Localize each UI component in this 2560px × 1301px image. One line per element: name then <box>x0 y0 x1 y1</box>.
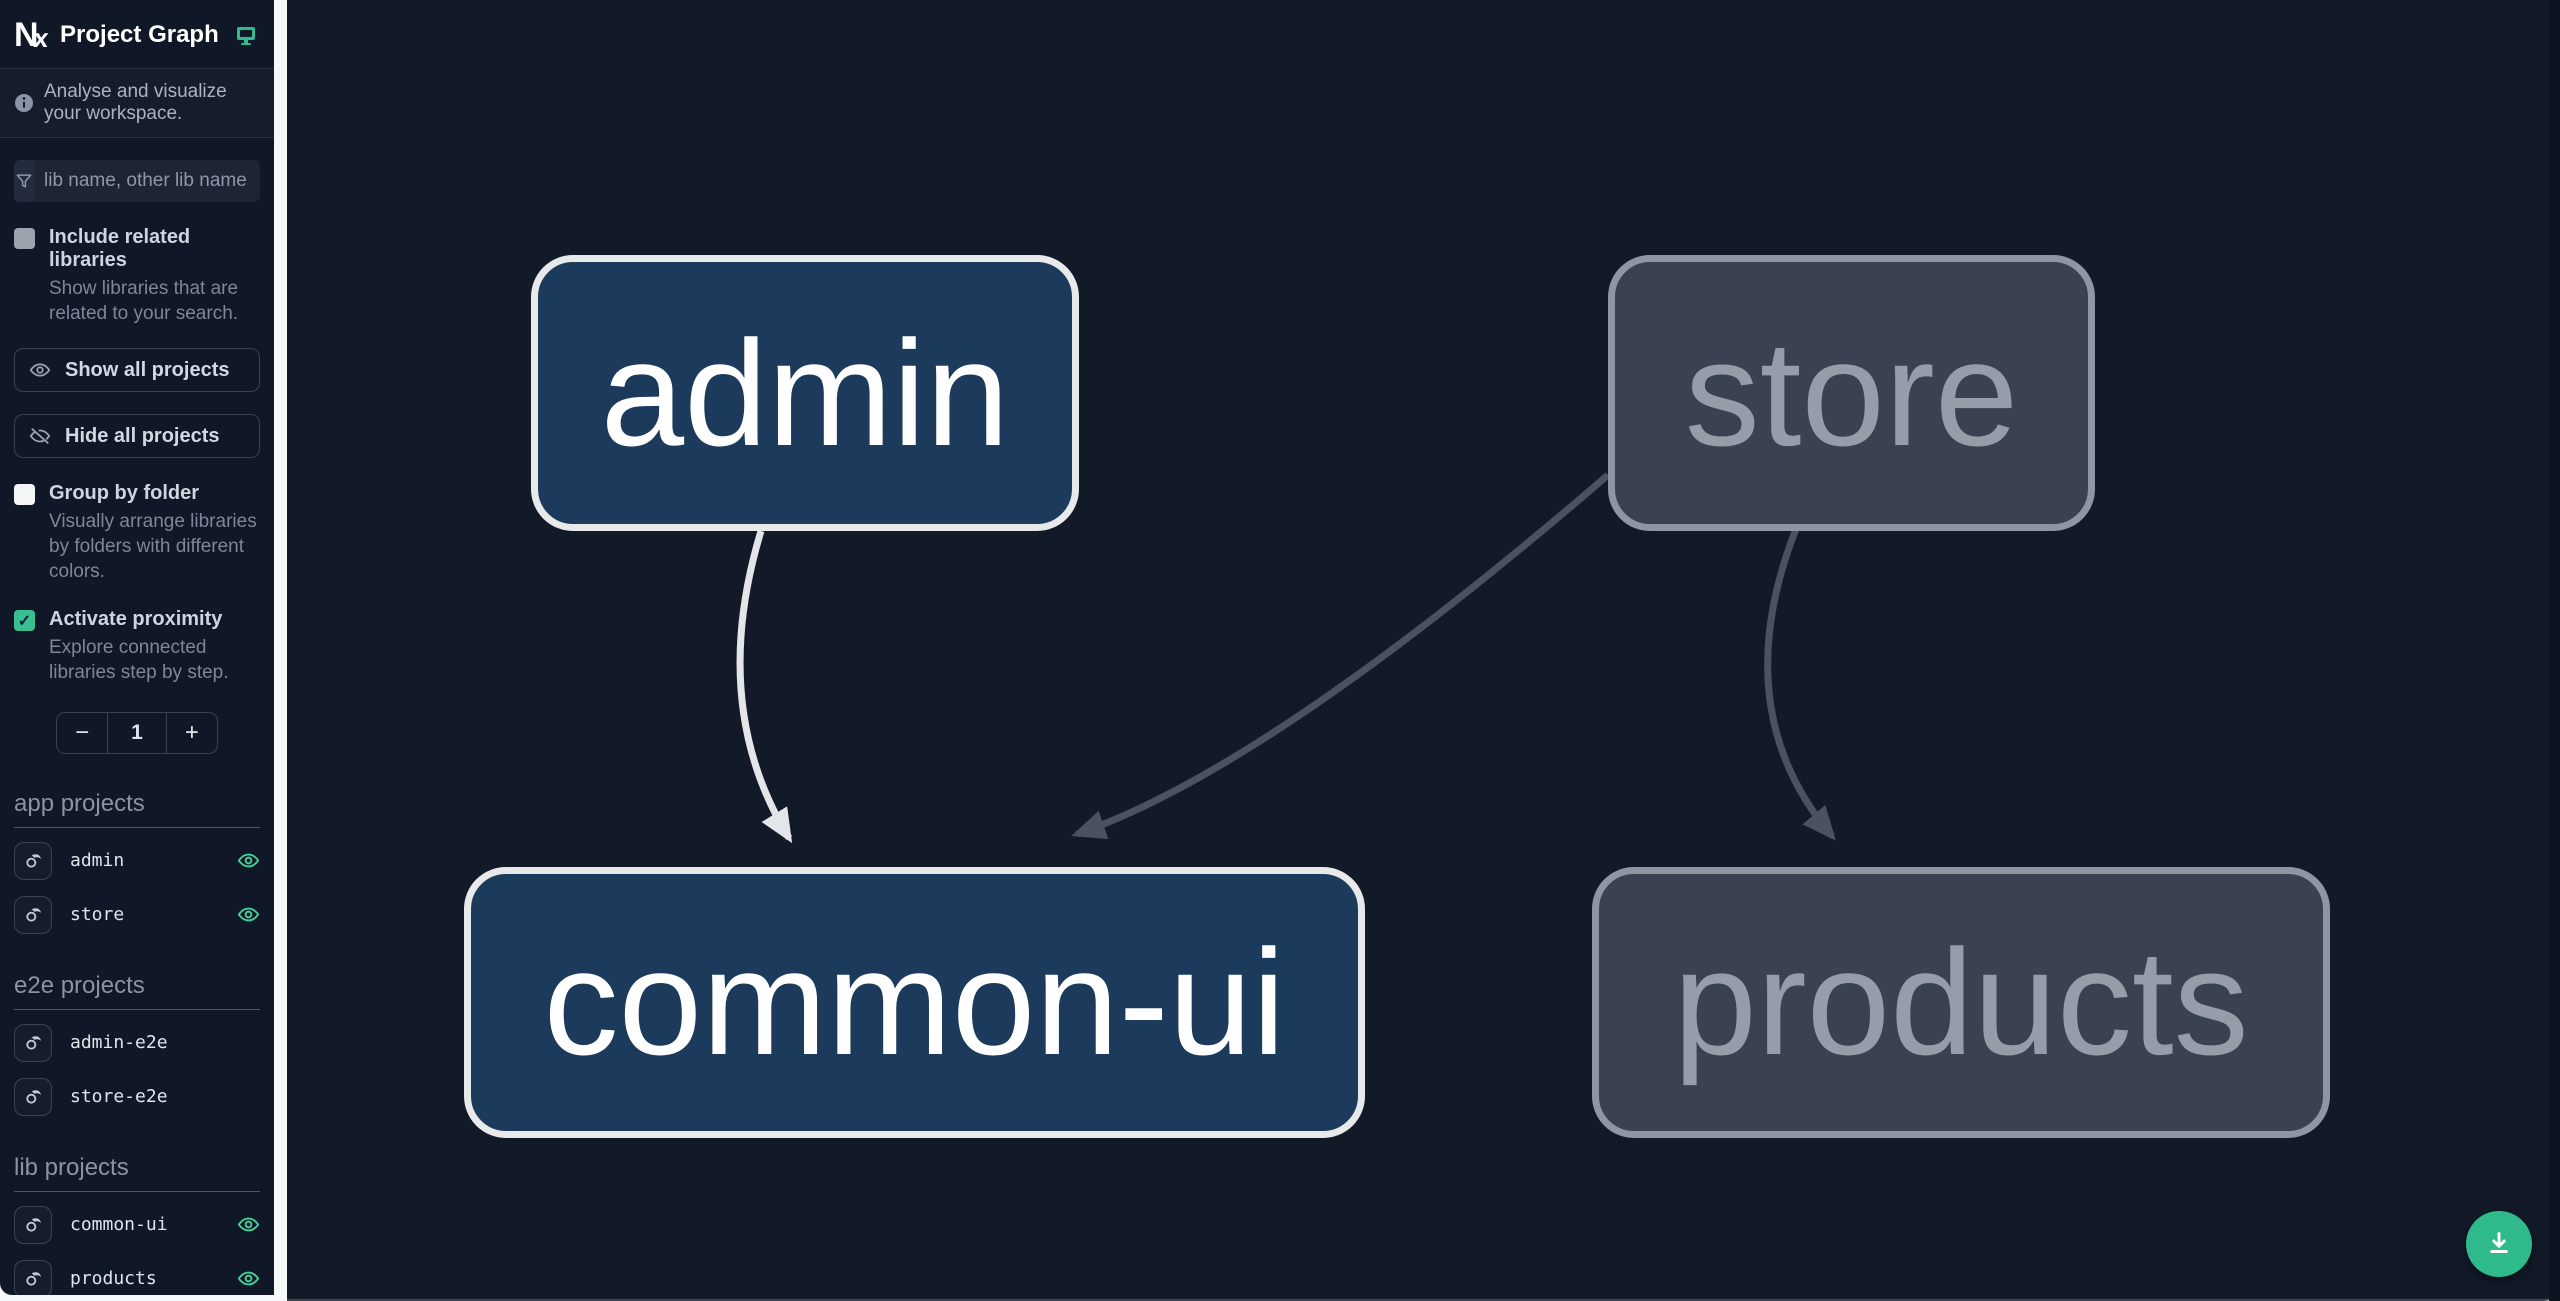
include-related-checkbox[interactable] <box>14 228 35 249</box>
node-label: products <box>1673 918 2249 1086</box>
activate-proximity-description: Explore connected libraries step by step… <box>49 637 229 684</box>
section-e2e-projects: e2e projects <box>14 972 260 1010</box>
filter-box <box>14 160 260 202</box>
funnel-icon <box>14 160 34 202</box>
project-row-store-e2e: store-e2e <box>14 1076 260 1118</box>
project-row-common-ui: common-ui <box>14 1204 260 1246</box>
edge-store-common-ui[interactable] <box>1071 472 1611 840</box>
subtitle-text: Analyse and visualize your workspace. <box>44 81 227 124</box>
info-icon <box>14 93 34 113</box>
group-by-folder-option: Group by folder Visually arrange librari… <box>14 482 260 584</box>
download-image-button[interactable] <box>2466 1211 2532 1277</box>
graph-node-store[interactable]: store <box>1608 255 2095 531</box>
edge-store-products[interactable] <box>1764 527 1836 841</box>
focus-project-button[interactable] <box>14 841 52 880</box>
focus-project-button[interactable] <box>14 1259 52 1295</box>
graph-node-common-ui[interactable]: common-ui <box>464 867 1365 1138</box>
group-by-folder-checkbox[interactable] <box>14 484 35 506</box>
graph-node-admin[interactable]: admin <box>531 255 1079 531</box>
eye-icon[interactable] <box>237 1213 260 1236</box>
eye-icon[interactable] <box>237 1267 260 1290</box>
download-icon <box>2484 1228 2514 1261</box>
project-name[interactable]: admin <box>70 850 125 872</box>
include-related-option: Include related libraries Show libraries… <box>14 226 260 326</box>
activate-proximity-label: Activate proximity <box>49 608 223 631</box>
project-name[interactable]: store <box>70 904 125 926</box>
hide-all-projects-label: Hide all projects <box>65 424 220 447</box>
activate-proximity-checkbox[interactable]: ✓ <box>14 610 35 632</box>
panel-divider <box>274 0 287 1301</box>
project-row-admin-e2e: admin-e2e <box>14 1022 260 1064</box>
node-label: store <box>1684 308 2019 477</box>
include-related-label: Include related libraries <box>49 226 191 271</box>
decrement-button[interactable]: − <box>57 713 107 753</box>
project-name[interactable]: admin-e2e <box>70 1032 168 1054</box>
node-label: admin <box>600 308 1010 477</box>
project-name[interactable]: products <box>70 1268 157 1290</box>
focus-project-button[interactable] <box>14 1077 52 1116</box>
project-row-store: store <box>14 894 260 936</box>
graph-canvas[interactable]: admin store common-ui products <box>287 0 2560 1301</box>
project-name[interactable]: store-e2e <box>70 1086 168 1108</box>
group-by-folder-description: Visually arrange libraries by folders wi… <box>49 511 257 583</box>
increment-button[interactable]: + <box>167 713 217 753</box>
page-title: Project Graph <box>60 21 219 48</box>
eye-icon[interactable] <box>237 849 260 872</box>
monitor-icon[interactable] <box>234 23 258 47</box>
proximity-value: 1 <box>107 712 167 753</box>
section-app-projects: app projects <box>14 790 260 828</box>
section-lib-projects: lib projects <box>14 1154 260 1192</box>
sidebar-body: Include related libraries Show libraries… <box>0 138 274 1295</box>
graph-node-products[interactable]: products <box>1592 867 2330 1138</box>
group-by-folder-label: Group by folder <box>49 482 199 505</box>
node-label: common-ui <box>543 918 1286 1086</box>
proximity-stepper: − 1 + <box>56 711 218 754</box>
focus-project-button[interactable] <box>14 1205 52 1244</box>
search-input[interactable] <box>34 170 260 192</box>
workspace-subtitle: Analyse and visualize your workspace. <box>0 68 274 138</box>
focus-project-button[interactable] <box>14 1023 52 1062</box>
edge-admin-common-ui[interactable] <box>736 529 793 844</box>
eye-icon[interactable] <box>237 903 260 926</box>
focus-project-button[interactable] <box>14 895 52 934</box>
eye-icon <box>29 359 51 381</box>
show-all-projects-button[interactable]: Show all projects <box>14 348 260 393</box>
project-name[interactable]: common-ui <box>70 1214 168 1236</box>
scrollbar-track[interactable] <box>2549 0 2560 1301</box>
activate-proximity-option: ✓ Activate proximity Explore connected l… <box>14 608 260 685</box>
graph-edges <box>736 472 1836 844</box>
project-row-admin: admin <box>14 840 260 882</box>
eye-off-icon <box>29 425 51 447</box>
hide-all-projects-button[interactable]: Hide all projects <box>14 414 260 459</box>
project-row-products: products <box>14 1258 260 1295</box>
show-all-projects-label: Show all projects <box>65 358 230 381</box>
include-related-description: Show libraries that are related to your … <box>49 278 239 325</box>
